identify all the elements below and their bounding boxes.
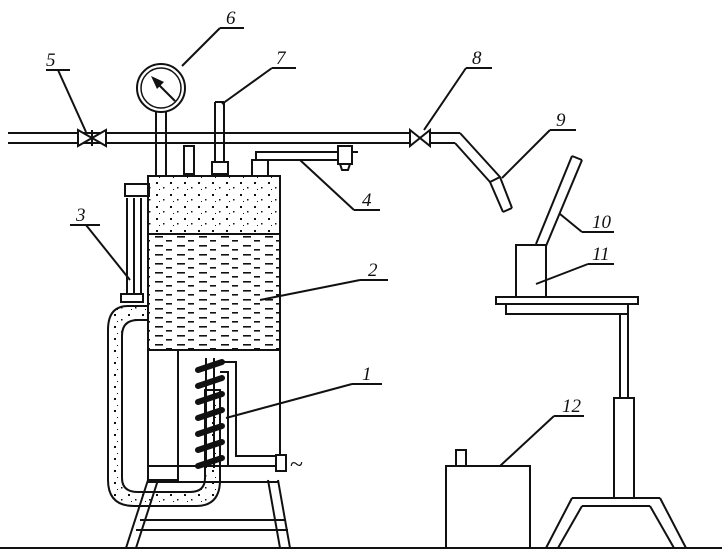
label-1: 1 bbox=[362, 364, 372, 385]
ac-power-symbol: ~ bbox=[290, 452, 303, 478]
tube-7 bbox=[211, 101, 229, 175]
vessel-12 bbox=[445, 449, 531, 548]
label-2: 2 bbox=[368, 260, 378, 281]
label-7: 7 bbox=[276, 48, 287, 69]
label-5: 5 bbox=[46, 50, 56, 71]
support-table bbox=[495, 296, 687, 549]
valve-5 bbox=[77, 128, 107, 148]
label-6: 6 bbox=[226, 8, 236, 29]
outlet-pipe-4 bbox=[251, 145, 358, 177]
label-10: 10 bbox=[592, 212, 612, 233]
valve-8 bbox=[409, 127, 431, 149]
part-labels: 5 6 7 8 9 4 3 2 10 11 1 12 ~ bbox=[46, 8, 612, 478]
level-tube-3 bbox=[120, 198, 144, 303]
inner-reservoir bbox=[147, 349, 179, 481]
generator-tank-2 bbox=[147, 175, 287, 472]
pressure-gauge-6 bbox=[136, 63, 186, 176]
label-3: 3 bbox=[75, 205, 86, 226]
lever-10 bbox=[535, 155, 583, 247]
main-gas-pipe bbox=[8, 132, 460, 144]
label-8: 8 bbox=[472, 48, 482, 69]
heating-coil-1 bbox=[195, 358, 276, 469]
hose-9 bbox=[454, 132, 513, 213]
label-4: 4 bbox=[362, 190, 372, 211]
leader-lines bbox=[46, 27, 614, 467]
label-11: 11 bbox=[592, 244, 610, 265]
tank-stand bbox=[125, 479, 291, 549]
block-11 bbox=[515, 244, 547, 298]
label-9: 9 bbox=[556, 110, 566, 131]
label-12: 12 bbox=[562, 396, 582, 417]
